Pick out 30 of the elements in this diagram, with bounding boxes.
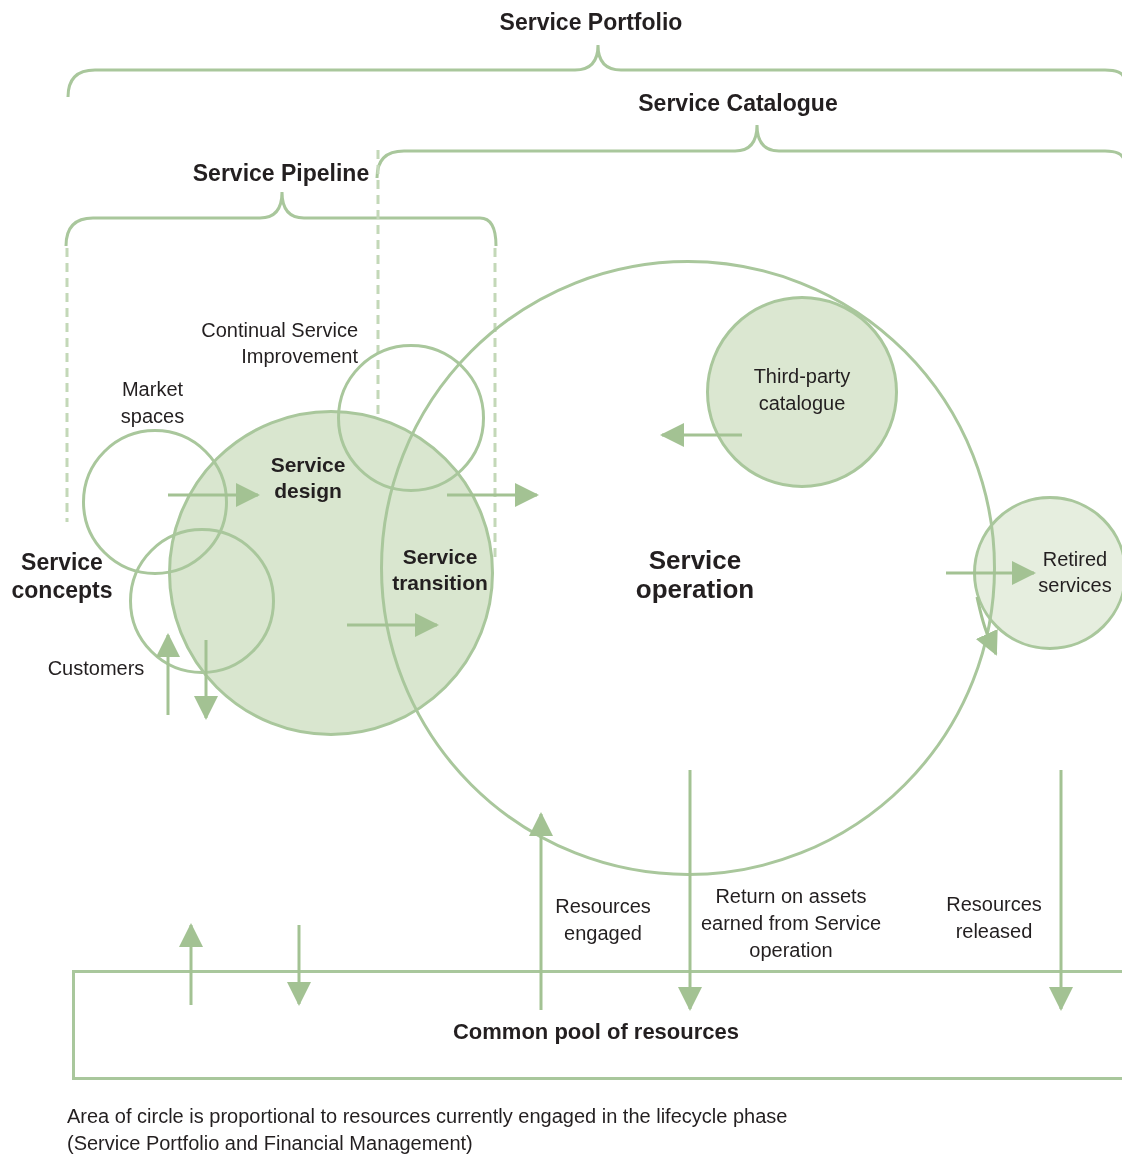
edge-label: Resources engaged xyxy=(554,894,652,946)
arrow xyxy=(975,596,998,656)
caption: Area of circle is proportional to resources currently engaged in the lifecycle phase (Service Portfolio and Financial Management) xyxy=(67,1104,789,1156)
arrow xyxy=(660,423,742,447)
circle-label: Retired services xyxy=(1037,547,1113,598)
edge-label: Return on assets earned from Service operation xyxy=(700,884,882,963)
arrow xyxy=(168,483,260,507)
arrow xyxy=(946,561,1036,585)
arrow xyxy=(678,770,702,1011)
bracket-heading: Service Portfolio xyxy=(498,8,684,36)
phase-label: Service transition xyxy=(391,544,489,596)
side-heading: Service concepts xyxy=(10,548,114,604)
phase-label: Service operation xyxy=(634,546,756,604)
phase-label: Service design xyxy=(269,452,347,504)
circle-label: Common pool of resources xyxy=(451,1018,740,1046)
edge-label: Resources released xyxy=(945,892,1043,944)
arrow xyxy=(156,633,180,715)
bracket-heading: Service Pipeline xyxy=(191,159,371,187)
arrow xyxy=(447,483,539,507)
circle-label: Customers xyxy=(46,656,146,681)
bracket-heading: Service Catalogue xyxy=(637,89,839,117)
arrow xyxy=(347,613,439,637)
circle-label: Third-party catalogue xyxy=(752,364,852,416)
arrow xyxy=(194,640,218,720)
circle-label: Continual Service Improvement xyxy=(200,318,358,369)
arrow xyxy=(529,812,553,1010)
circle-label: Market spaces xyxy=(119,377,186,429)
arrow xyxy=(287,925,311,1006)
arrow xyxy=(1049,770,1073,1011)
arrow xyxy=(179,923,203,1005)
